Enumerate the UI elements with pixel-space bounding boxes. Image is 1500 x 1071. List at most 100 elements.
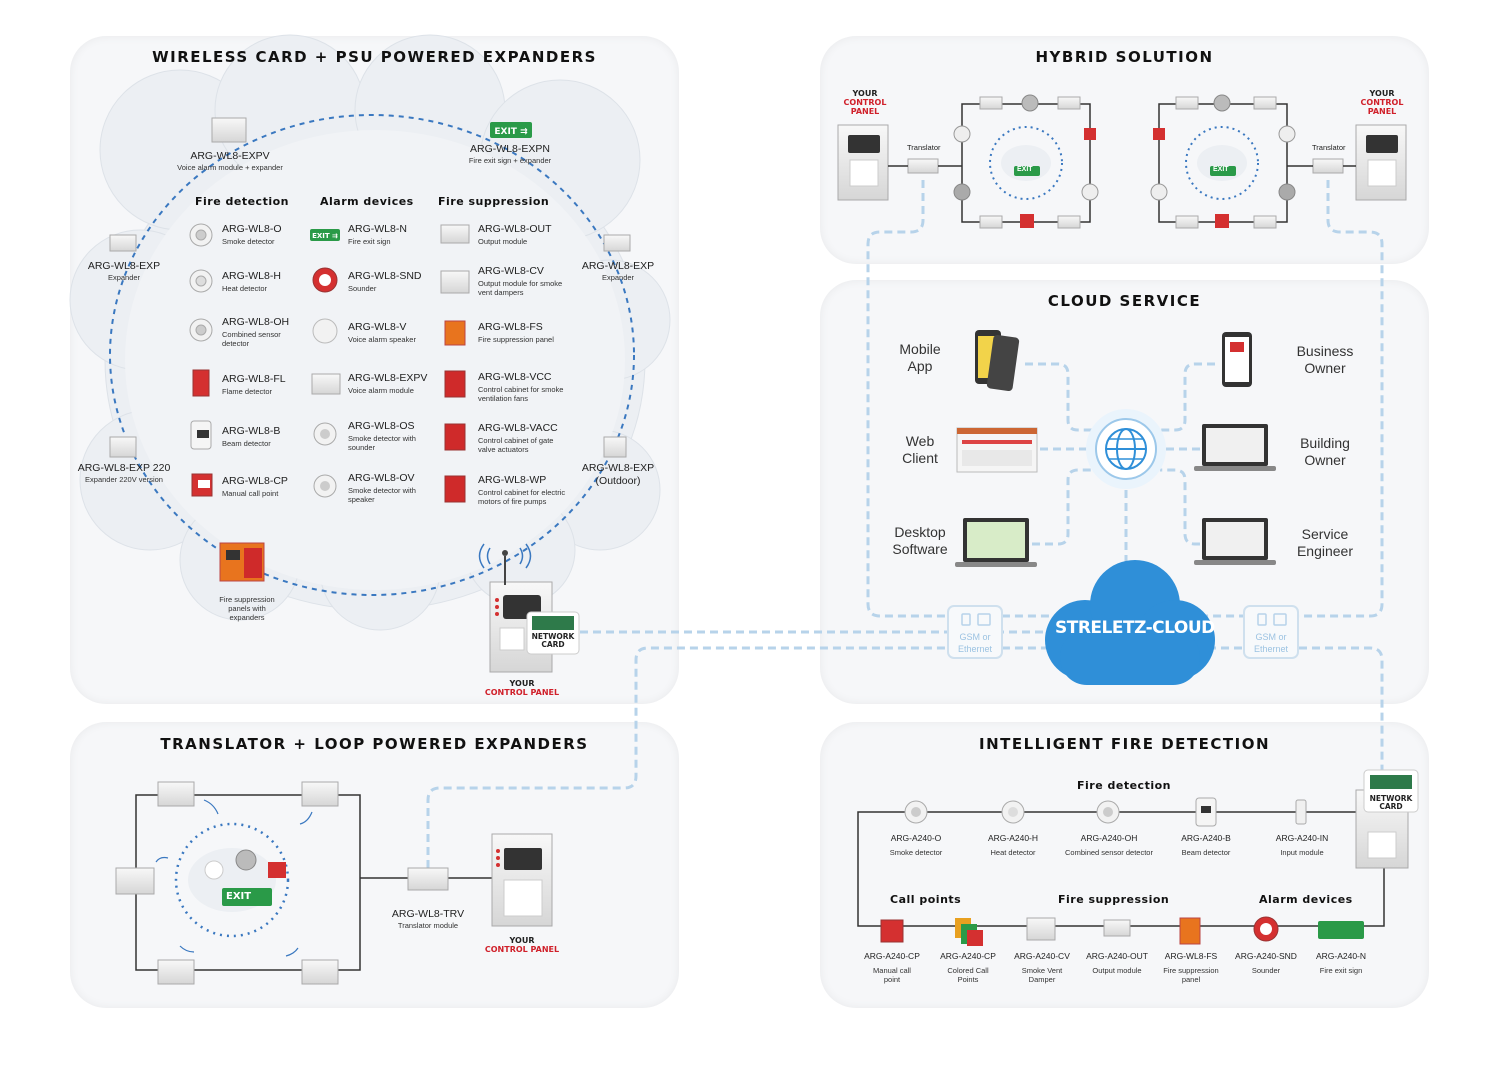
int-r2-desc-3: Output module bbox=[1092, 966, 1142, 975]
wl-ad-desc-5: Smoke detector with speaker bbox=[348, 486, 416, 504]
expn-desc: Fire exit sign + expander bbox=[468, 156, 552, 165]
wl-fs-desc-5: Control cabinet for electric motors of f… bbox=[478, 488, 566, 506]
panel-intelligent bbox=[820, 722, 1429, 1008]
wl-ad-desc-3: Voice alarm module bbox=[348, 386, 414, 395]
gsm-left-label: GSM or Ethernet bbox=[957, 632, 993, 654]
wl-fs-desc-2: Fire suppression panel bbox=[478, 335, 554, 344]
hybrid-left-your: YOUR bbox=[852, 89, 878, 98]
int-r2-desc-5: Sounder bbox=[1251, 966, 1281, 975]
exp220-desc: Expander 220V version bbox=[85, 475, 163, 484]
streletz-cloud-shape bbox=[1045, 560, 1215, 685]
wl-fd-name-2: ARG-WL8-OH bbox=[222, 316, 290, 328]
wl-ad-name-4: ARG-WL8-OS bbox=[348, 420, 415, 432]
int-r2-name-2: ARG-A240-CV bbox=[1014, 951, 1070, 961]
expv-desc: Voice alarm module + expander bbox=[177, 163, 283, 172]
translator-title: TRANSLATOR + LOOP POWERED EXPANDERS bbox=[160, 735, 589, 753]
translator-control-panel: CONTROL PANEL bbox=[484, 945, 560, 954]
translator-your: YOUR bbox=[509, 936, 535, 945]
wl-fd-name-1: ARG-WL8-H bbox=[222, 270, 281, 282]
int-r2-desc-2: Smoke Vent Damper bbox=[1021, 966, 1063, 984]
wl-fs-name-2: ARG-WL8-FS bbox=[478, 321, 543, 333]
wl-fs-name-4: ARG-WL8-VACC bbox=[478, 422, 558, 434]
wl-fs-desc-0: Output module bbox=[478, 237, 528, 246]
int-r1-name-1: ARG-A240-H bbox=[987, 833, 1039, 843]
cloud-title: CLOUD SERVICE bbox=[1047, 292, 1202, 310]
exp-outdoor-desc: (Outdoor) bbox=[595, 475, 641, 487]
translator-exit: EXIT bbox=[226, 891, 252, 902]
int-r2-desc-1: Colored Call Points bbox=[947, 966, 989, 984]
wl-fs-desc-1: Output module for smoke vent dampers bbox=[478, 279, 563, 297]
service-engineer-label: Service Engineer bbox=[1296, 526, 1354, 559]
wl-fd-name-5: ARG-WL8-CP bbox=[222, 475, 288, 487]
intelligent-title: INTELLIGENT FIRE DETECTION bbox=[978, 735, 1271, 753]
wl-fd-desc-4: Beam detector bbox=[222, 439, 271, 448]
wl-fs-name-1: ARG-WL8-CV bbox=[478, 265, 544, 277]
int-header-fire-detection: Fire detection bbox=[1077, 779, 1171, 792]
wl-fs-name-3: ARG-WL8-VCC bbox=[478, 371, 552, 383]
wl-fs-desc-4: Control cabinet of gate valve actuators bbox=[478, 436, 554, 454]
wireless-control-panel bbox=[478, 543, 580, 673]
int-r1-desc-1: Heat detector bbox=[990, 848, 1036, 857]
exp-right-desc: Expander bbox=[601, 273, 635, 282]
hybrid-left-translator: Translator bbox=[907, 143, 941, 152]
hybrid-right-control-panel: CONTROL PANEL bbox=[1360, 98, 1404, 116]
int-r2-name-6: ARG-A240-N bbox=[1315, 951, 1367, 961]
int-r2-desc-0: Manual call point bbox=[873, 966, 911, 984]
int-r2-desc-4: Fire suppression panel bbox=[1163, 966, 1219, 984]
suppression-panels-label: Fire suppression panels with expanders bbox=[219, 595, 275, 622]
svg-text:EXIT ⇉: EXIT ⇉ bbox=[312, 232, 338, 240]
int-r2-name-5: ARG-A240-SND bbox=[1235, 951, 1297, 961]
int-r1-name-2: ARG-A240-OH bbox=[1080, 833, 1138, 843]
int-r1-desc-0: Smoke detector bbox=[889, 848, 943, 857]
wl-ad-desc-2: Voice alarm speaker bbox=[348, 335, 416, 344]
int-r2-name-4: ARG-WL8-FS bbox=[1164, 951, 1218, 961]
svg-text:EXIT ⇉: EXIT ⇉ bbox=[494, 127, 528, 137]
building-owner-label: Building Owner bbox=[1300, 435, 1350, 468]
wireless-control-panel-label: CONTROL PANEL bbox=[484, 688, 560, 697]
int-r1-name-3: ARG-A240-B bbox=[1181, 833, 1231, 843]
wl-fd-name-0: ARG-WL8-O bbox=[222, 223, 282, 235]
web-client-label: Web Client bbox=[902, 433, 938, 466]
int-header-alarm-devices: Alarm devices bbox=[1259, 893, 1353, 906]
header-alarm-devices: Alarm devices bbox=[320, 195, 414, 208]
int-header-call-points: Call points bbox=[890, 893, 962, 906]
header-fire-suppression: Fire suppression bbox=[438, 195, 550, 208]
intelligent-diagram bbox=[857, 769, 1419, 946]
globe-hub bbox=[1086, 409, 1166, 489]
trv-desc: Translator module bbox=[397, 921, 459, 930]
wl-ad-name-3: ARG-WL8-EXPV bbox=[348, 372, 428, 384]
int-r1-name-4: ARG-A240-IN bbox=[1275, 833, 1329, 843]
wl-ad-name-2: ARG-WL8-V bbox=[348, 321, 407, 333]
wl-fd-desc-2: Combined sensor detector bbox=[222, 330, 281, 348]
wl-fd-desc-1: Heat detector bbox=[222, 284, 268, 293]
streletz-cloud-label: STRELETZ-CLOUD bbox=[1055, 618, 1215, 638]
hybrid-right-translator: Translator bbox=[1312, 143, 1346, 152]
hybrid-right-your: YOUR bbox=[1369, 89, 1395, 98]
expv-name: ARG-WL8-EXPV bbox=[190, 150, 270, 162]
business-owner-label: Business Owner bbox=[1296, 343, 1354, 376]
expn-name: ARG-WL8-EXPN bbox=[470, 143, 550, 155]
desktop-software-label: Desktop Software bbox=[892, 524, 948, 557]
hybrid-title: HYBRID SOLUTION bbox=[1035, 48, 1214, 66]
int-r2-name-3: ARG-A240-OUT bbox=[1086, 951, 1148, 961]
translator-diagram bbox=[115, 781, 553, 985]
wireless-your: YOUR bbox=[509, 679, 535, 688]
int-r1-name-0: ARG-A240-O bbox=[890, 833, 942, 843]
exp-left-name: ARG-WL8-EXP bbox=[87, 260, 161, 272]
wl-ad-desc-4: Smoke detector with sounder bbox=[348, 434, 416, 452]
int-r1-desc-2: Combined sensor detector bbox=[1065, 848, 1153, 857]
int-header-fire-suppression: Fire suppression bbox=[1058, 893, 1170, 906]
exp-outdoor-name: ARG-WL8-EXP bbox=[581, 462, 655, 474]
int-network-card: NETWORK CARD bbox=[1369, 794, 1413, 811]
wl-fd-desc-3: Flame detector bbox=[222, 387, 273, 396]
wl-fd-desc-5: Manual call point bbox=[222, 489, 279, 498]
int-r2-name-1: ARG-A240-CP bbox=[940, 951, 996, 961]
wl-fs-desc-3: Control cabinet for smoke ventilation fa… bbox=[478, 385, 564, 403]
wl-fs-name-0: ARG-WL8-OUT bbox=[478, 223, 552, 235]
wireless-title: WIRELESS CARD + PSU POWERED EXPANDERS bbox=[152, 48, 597, 66]
mobile-app-label: Mobile App bbox=[899, 341, 941, 374]
exp-left-desc: Expander bbox=[107, 273, 141, 282]
wireless-network-card: NETWORK CARD bbox=[531, 632, 575, 649]
header-fire-detection: Fire detection bbox=[195, 195, 289, 208]
